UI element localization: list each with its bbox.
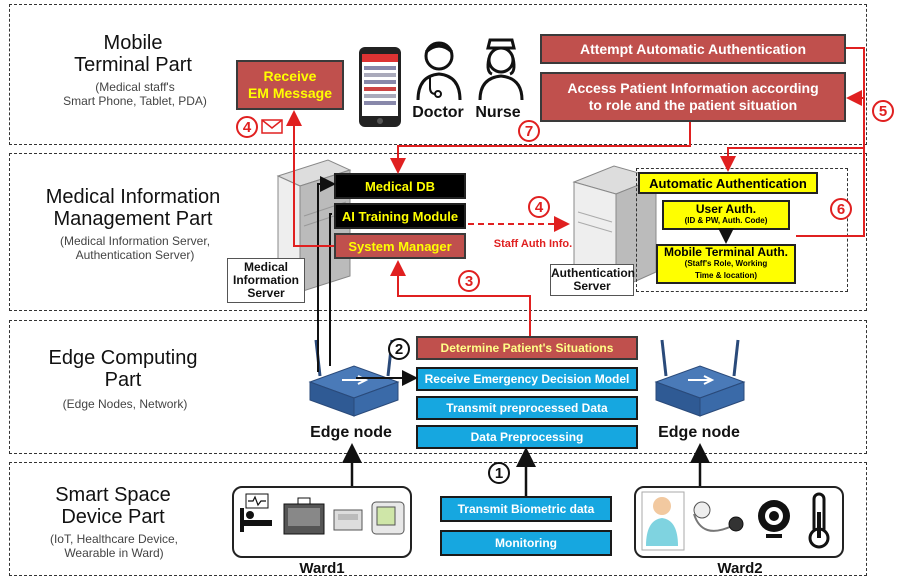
mobile-terminal-auth-detail: (Staff's Role, Working Time & location) bbox=[684, 259, 768, 280]
data-preprocessing-box: Data Preprocessing bbox=[416, 425, 638, 449]
step-5-marker: 5 bbox=[872, 100, 894, 122]
smartphone-icon bbox=[358, 46, 402, 128]
step-3-marker: 3 bbox=[458, 270, 480, 292]
staff-auth-info-label: Staff Auth Info. bbox=[493, 238, 573, 250]
mobile-terminal-auth-title: Mobile Terminal Auth. bbox=[663, 245, 788, 259]
smart-section-title: Smart Space Device Part bbox=[55, 484, 171, 528]
transmit-preprocessed-data-box: Transmit preprocessed Data bbox=[416, 396, 638, 420]
step-4-marker-auth: 4 bbox=[528, 196, 550, 218]
user-auth-box: User Auth. (ID & PW, Auth. Code) bbox=[662, 200, 790, 230]
nurse-label: Nurse bbox=[475, 104, 521, 121]
step-4-marker-mobile: 4 bbox=[236, 116, 258, 138]
ai-training-module-box: AI Training Module bbox=[334, 203, 466, 229]
ward1-label: Ward1 bbox=[299, 560, 345, 577]
doctor-icon bbox=[414, 38, 464, 102]
monitoring-box: Monitoring bbox=[440, 530, 612, 556]
smart-section-subtitle: (IoT, Healthcare Device, Wearable in War… bbox=[49, 532, 179, 560]
mobile-terminal-auth-box: Mobile Terminal Auth. (Staff's Role, Wor… bbox=[656, 244, 796, 284]
access-patient-information-box: Access Patient Information according to … bbox=[540, 72, 846, 122]
edge-node-right-router-icon bbox=[652, 336, 748, 420]
receive-em-message-box: Receive EM Message bbox=[236, 60, 344, 110]
step-2-marker: 2 bbox=[388, 338, 410, 360]
ward2-box bbox=[634, 486, 844, 558]
transmit-biometric-data-box: Transmit Biometric data bbox=[440, 496, 612, 522]
system-manager-box: System Manager bbox=[334, 233, 466, 259]
step-6-marker: 6 bbox=[830, 198, 852, 220]
user-auth-title: User Auth. bbox=[695, 202, 757, 216]
step-7-marker: 7 bbox=[518, 120, 540, 142]
receive-emergency-decision-model-box: Receive Emergency Decision Model bbox=[416, 367, 638, 391]
edge-section-title: Edge Computing Part bbox=[48, 347, 198, 391]
medical-section-subtitle: (Medical Information Server, Authenticat… bbox=[59, 234, 211, 262]
smart-space-section bbox=[9, 462, 867, 576]
medical-db-box: Medical DB bbox=[334, 173, 466, 199]
ward1-box bbox=[232, 486, 412, 558]
ward2-label: Ward2 bbox=[717, 560, 763, 577]
attempt-automatic-authentication-box: Attempt Automatic Authentication bbox=[540, 34, 846, 64]
step-1-marker: 1 bbox=[488, 462, 510, 484]
nurse-icon bbox=[476, 38, 526, 102]
medical-information-server-label: Medical Information Server bbox=[227, 258, 305, 303]
mobile-section-subtitle: (Medical staff's Smart Phone, Tablet, PD… bbox=[63, 80, 207, 108]
authentication-server-label: Authentication Server bbox=[550, 264, 635, 296]
determine-patient-situations-box: Determine Patient's Situations bbox=[416, 336, 638, 360]
medical-section-title: Medical Information Management Part bbox=[45, 186, 221, 230]
edge-node-left-label: Edge node bbox=[310, 424, 392, 441]
doctor-label: Doctor bbox=[412, 104, 464, 121]
edge-section-subtitle: (Edge Nodes, Network) bbox=[62, 397, 188, 411]
edge-node-left-router-icon bbox=[306, 336, 402, 420]
automatic-authentication-box: Automatic Authentication bbox=[638, 172, 818, 194]
edge-node-right-label: Edge node bbox=[658, 424, 740, 441]
mobile-section-title: Mobile Terminal Part bbox=[74, 32, 192, 76]
user-auth-detail: (ID & PW, Auth. Code) bbox=[684, 216, 768, 225]
